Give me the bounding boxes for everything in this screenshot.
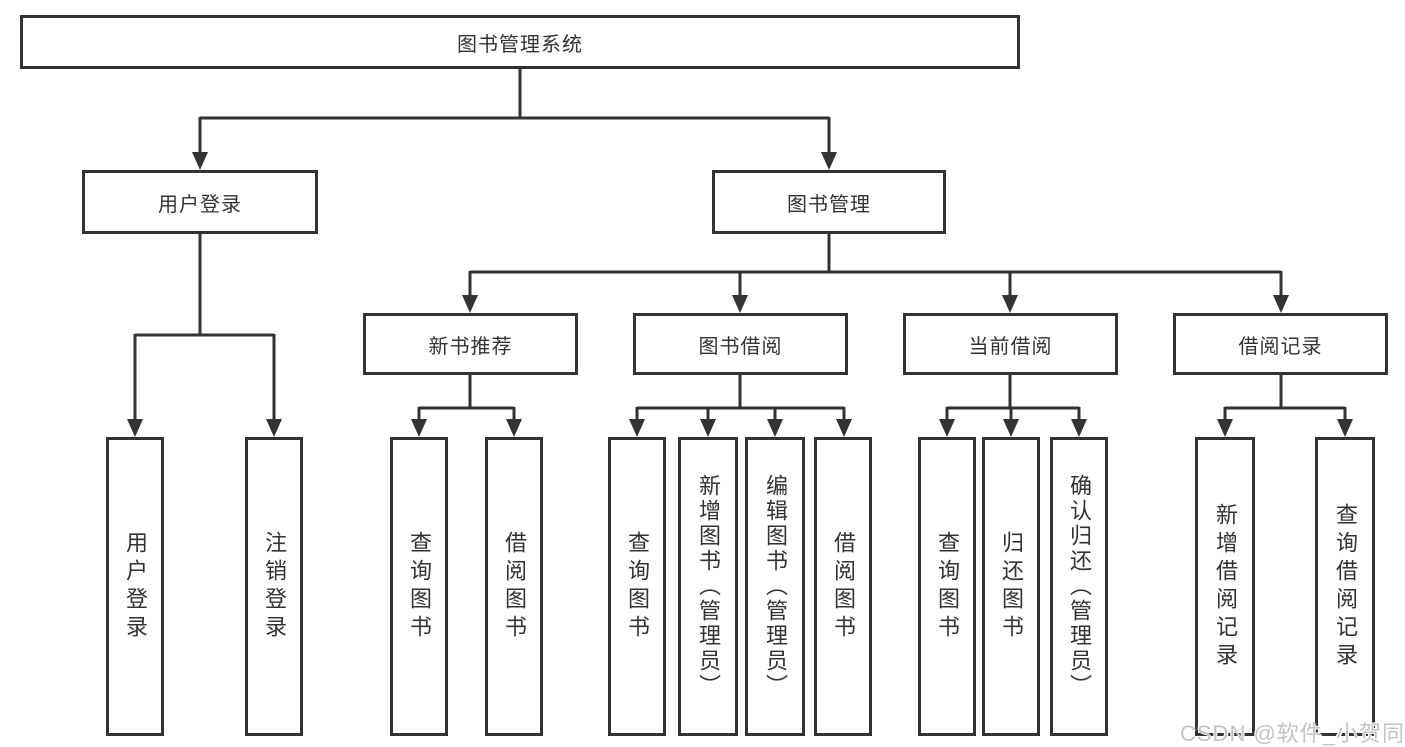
arrowheads [127, 152, 1353, 437]
leaf-borrow-books: 借阅图书 [485, 437, 543, 736]
leaf-user-login: 用户登录 [106, 437, 164, 736]
node-current-borrow: 当前借阅 [903, 313, 1118, 375]
node-borrow-records: 借阅记录 [1173, 313, 1388, 375]
leaf-add-books-admin: 新增图书（管理员） [678, 437, 738, 736]
leaf-add-borrow-record: 新增借阅记录 [1195, 437, 1255, 736]
leaf-query-borrow-record: 查询借阅记录 [1315, 437, 1375, 736]
leaf-query-books-2: 查询图书 [608, 437, 666, 736]
node-user-login: 用户登录 [82, 170, 318, 234]
node-book-borrow: 图书借阅 [633, 313, 848, 375]
leaf-query-books: 查询图书 [390, 437, 448, 736]
leaf-edit-books-admin: 编辑图书（管理员） [745, 437, 805, 736]
leaf-confirm-return-admin: 确认归还（管理员） [1050, 437, 1108, 736]
leaf-logout: 注销登录 [245, 437, 303, 736]
node-book-management: 图书管理 [712, 170, 946, 234]
leaf-return-books: 归还图书 [982, 437, 1040, 736]
node-new-book-recommend: 新书推荐 [363, 313, 578, 375]
csdn-watermark: CSDN @软件_小贺同学 [1180, 721, 1405, 746]
node-root-system: 图书管理系统 [20, 15, 1020, 69]
leaf-query-books-3: 查询图书 [918, 437, 976, 736]
leaf-borrow-books-2: 借阅图书 [814, 437, 872, 736]
